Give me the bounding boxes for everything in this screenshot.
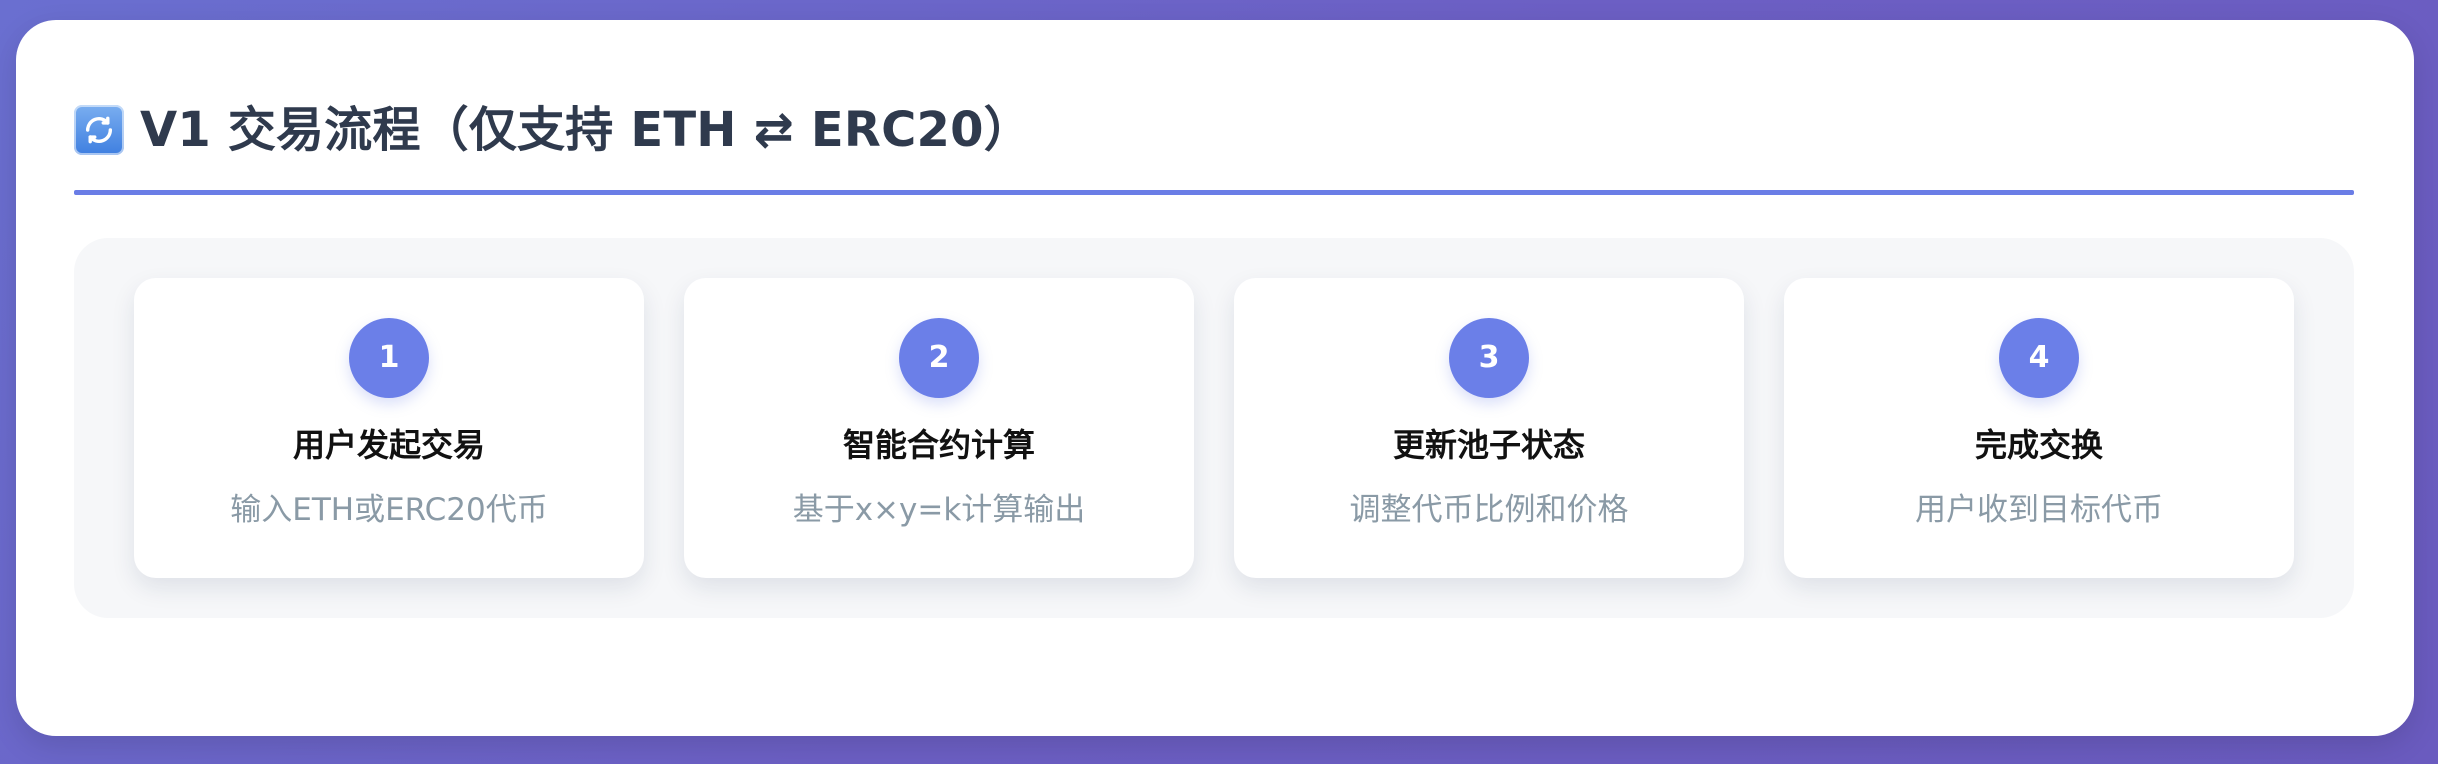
step-title: 完成交换 — [1974, 426, 2103, 464]
step-number-badge: 2 — [899, 318, 979, 398]
refresh-icon — [74, 105, 124, 155]
step-description: 调整代币比例和价格 — [1349, 492, 1629, 528]
step-description: 基于x×y=k计算输出 — [792, 492, 1086, 528]
title-divider — [74, 190, 2354, 195]
steps-panel: 1 用户发起交易 输入ETH或ERC20代币 2 智能合约计算 基于x×y=k计… — [74, 238, 2354, 618]
page-title: V1 交易流程（仅支持 ETH ⇄ ERC20） — [140, 102, 1032, 158]
step-title: 更新池子状态 — [1392, 426, 1585, 464]
step-card: 3 更新池子状态 调整代币比例和价格 — [1234, 278, 1744, 578]
step-title: 智能合约计算 — [842, 426, 1035, 464]
step-description: 用户收到目标代币 — [1915, 492, 2163, 528]
step-title: 用户发起交易 — [292, 426, 485, 464]
step-number-badge: 3 — [1449, 318, 1529, 398]
step-card: 4 完成交换 用户收到目标代币 — [1784, 278, 2294, 578]
step-number-badge: 4 — [1999, 318, 2079, 398]
step-card: 1 用户发起交易 输入ETH或ERC20代币 — [134, 278, 644, 578]
steps-row: 1 用户发起交易 输入ETH或ERC20代币 2 智能合约计算 基于x×y=k计… — [134, 278, 2294, 578]
step-number-badge: 1 — [349, 318, 429, 398]
main-card: V1 交易流程（仅支持 ETH ⇄ ERC20） 1 用户发起交易 输入ETH或… — [16, 20, 2414, 736]
step-description: 输入ETH或ERC20代币 — [230, 492, 548, 528]
step-card: 2 智能合约计算 基于x×y=k计算输出 — [684, 278, 1194, 578]
page-header: V1 交易流程（仅支持 ETH ⇄ ERC20） — [74, 90, 1032, 170]
